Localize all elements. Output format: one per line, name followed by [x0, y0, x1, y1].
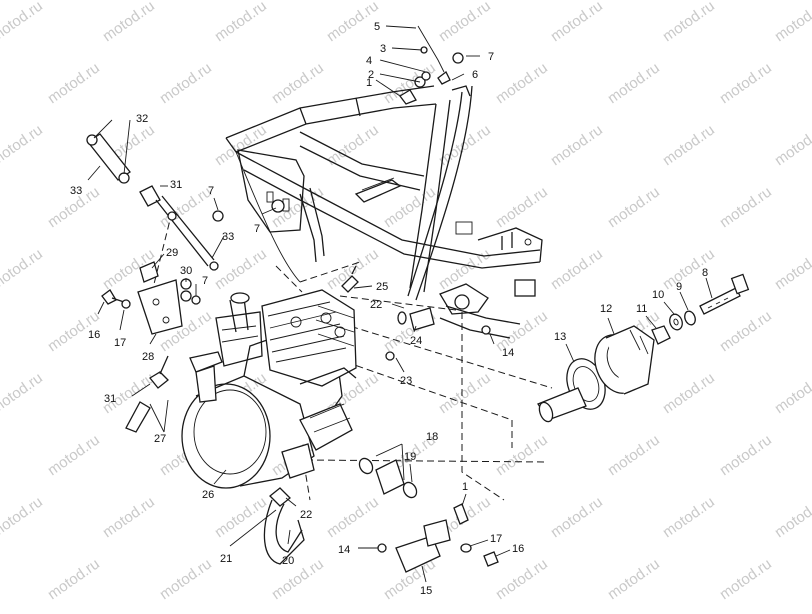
callout-4: 4	[366, 55, 372, 67]
callout-20: 20	[282, 555, 294, 567]
watermark-text: motod.ru	[660, 493, 718, 541]
watermark-text: motod.ru	[660, 369, 718, 417]
callout-29: 29	[166, 247, 178, 259]
watermark-text: motod.ru	[324, 493, 382, 541]
callout-28: 28	[142, 351, 154, 363]
callout-7: 7	[202, 275, 208, 287]
watermark-text: motod.ru	[548, 121, 606, 169]
callout-24: 24	[410, 335, 422, 347]
watermark-text: motod.ru	[0, 0, 46, 45]
watermark-text: motod.ru	[717, 183, 775, 231]
callout-6: 6	[472, 69, 478, 81]
callout-8: 8	[702, 267, 708, 279]
watermark-text: motod.ru	[45, 59, 103, 107]
callout-33: 33	[222, 231, 234, 243]
watermark-text: motod.ru	[0, 245, 46, 293]
drive-clutch-assembly	[537, 273, 750, 423]
callout-22: 22	[370, 299, 382, 311]
watermark-text: motod.ru	[100, 493, 158, 541]
watermark-text: motod.ru	[269, 59, 327, 107]
callout-2: 2	[368, 69, 374, 81]
callout-5: 5	[374, 21, 380, 33]
watermark-text: motod.ru	[660, 121, 718, 169]
callout-25: 25	[376, 281, 388, 293]
watermark-text: motod.ru	[772, 0, 812, 45]
vehicle-frame	[225, 85, 543, 339]
watermark-text: motod.ru	[157, 555, 215, 603]
callout-32: 32	[136, 113, 148, 125]
watermark-text: motod.ru	[605, 59, 663, 107]
callout-numbers: 5 3 7 4 2 6 1 32 33 31 7 7 33 29 30 7 16…	[70, 21, 708, 597]
watermark-text: motod.ru	[212, 493, 270, 541]
watermark-text: motod.ru	[157, 59, 215, 107]
callout-7: 7	[208, 185, 214, 197]
watermark-text: motod.ru	[157, 183, 215, 231]
watermark-text: motod.ru	[605, 431, 663, 479]
watermark-text: motod.ru	[605, 183, 663, 231]
callout-21: 21	[220, 553, 232, 565]
callout-leaders	[87, 25, 713, 583]
watermark-text: motod.ru	[772, 245, 812, 293]
watermark-text: motod.ru	[772, 121, 812, 169]
watermark-text: motod.ru	[548, 0, 606, 45]
callout-33: 33	[70, 185, 82, 197]
callout-31: 31	[104, 393, 116, 405]
watermark-text: motod.ru	[212, 245, 270, 293]
watermark-text: motod.ru	[717, 307, 775, 355]
watermark-text: motod.ru	[493, 59, 551, 107]
callout-14: 14	[338, 544, 350, 556]
callout-18: 18	[426, 431, 438, 443]
watermark-text: motod.ru	[548, 245, 606, 293]
callout-13: 13	[554, 331, 566, 343]
hardware-parts	[86, 25, 499, 573]
callout-1: 1	[366, 77, 372, 89]
watermark-text: motod.ru	[717, 431, 775, 479]
watermark-text: motod.ru	[493, 555, 551, 603]
callout-7: 7	[488, 51, 494, 63]
callout-7: 7	[254, 223, 260, 235]
watermark-text: motod.ru	[212, 0, 270, 45]
watermark-text: motod.ru	[772, 493, 812, 541]
callout-30: 30	[180, 265, 192, 277]
callout-31: 31	[170, 179, 182, 191]
watermark-text: motod.ru	[493, 431, 551, 479]
callout-1: 1	[462, 481, 468, 493]
watermark-text: motod.ru	[660, 0, 718, 45]
watermark-text: motod.ru	[0, 121, 46, 169]
assembly-guide-lines	[153, 211, 553, 501]
callout-11: 11	[636, 303, 647, 315]
callout-27: 27	[154, 433, 166, 445]
watermark-text: motod.ru	[0, 369, 46, 417]
watermark-text: motod.ru	[493, 183, 551, 231]
callout-17: 17	[490, 533, 502, 545]
callout-12: 12	[600, 303, 612, 315]
callout-9: 9	[676, 281, 682, 293]
watermark-text: motod.ru	[0, 493, 46, 541]
callout-15: 15	[420, 585, 432, 597]
watermark-text: motod.ru	[660, 245, 718, 293]
callout-3: 3	[380, 43, 386, 55]
watermark-text: motod.ru	[45, 555, 103, 603]
watermark-text: motod.ru	[605, 555, 663, 603]
watermark-text: motod.ru	[45, 431, 103, 479]
engine-assembly	[181, 289, 357, 489]
watermark-text: motod.ru	[772, 369, 812, 417]
watermark-text: motod.ru	[717, 59, 775, 107]
watermark-text: motod.ru	[100, 0, 158, 45]
callout-17: 17	[114, 337, 126, 349]
callout-23: 23	[400, 375, 412, 387]
watermark-text: motod.ru	[548, 493, 606, 541]
callout-26: 26	[202, 489, 214, 501]
watermark-text: motod.ru	[717, 555, 775, 603]
callout-22: 22	[300, 509, 312, 521]
callout-10: 10	[652, 289, 664, 301]
callout-19: 19	[404, 451, 416, 463]
watermark-text: motod.ru	[436, 0, 494, 45]
callout-14: 14	[502, 347, 514, 359]
callout-16: 16	[88, 329, 100, 341]
callout-16: 16	[512, 543, 524, 555]
